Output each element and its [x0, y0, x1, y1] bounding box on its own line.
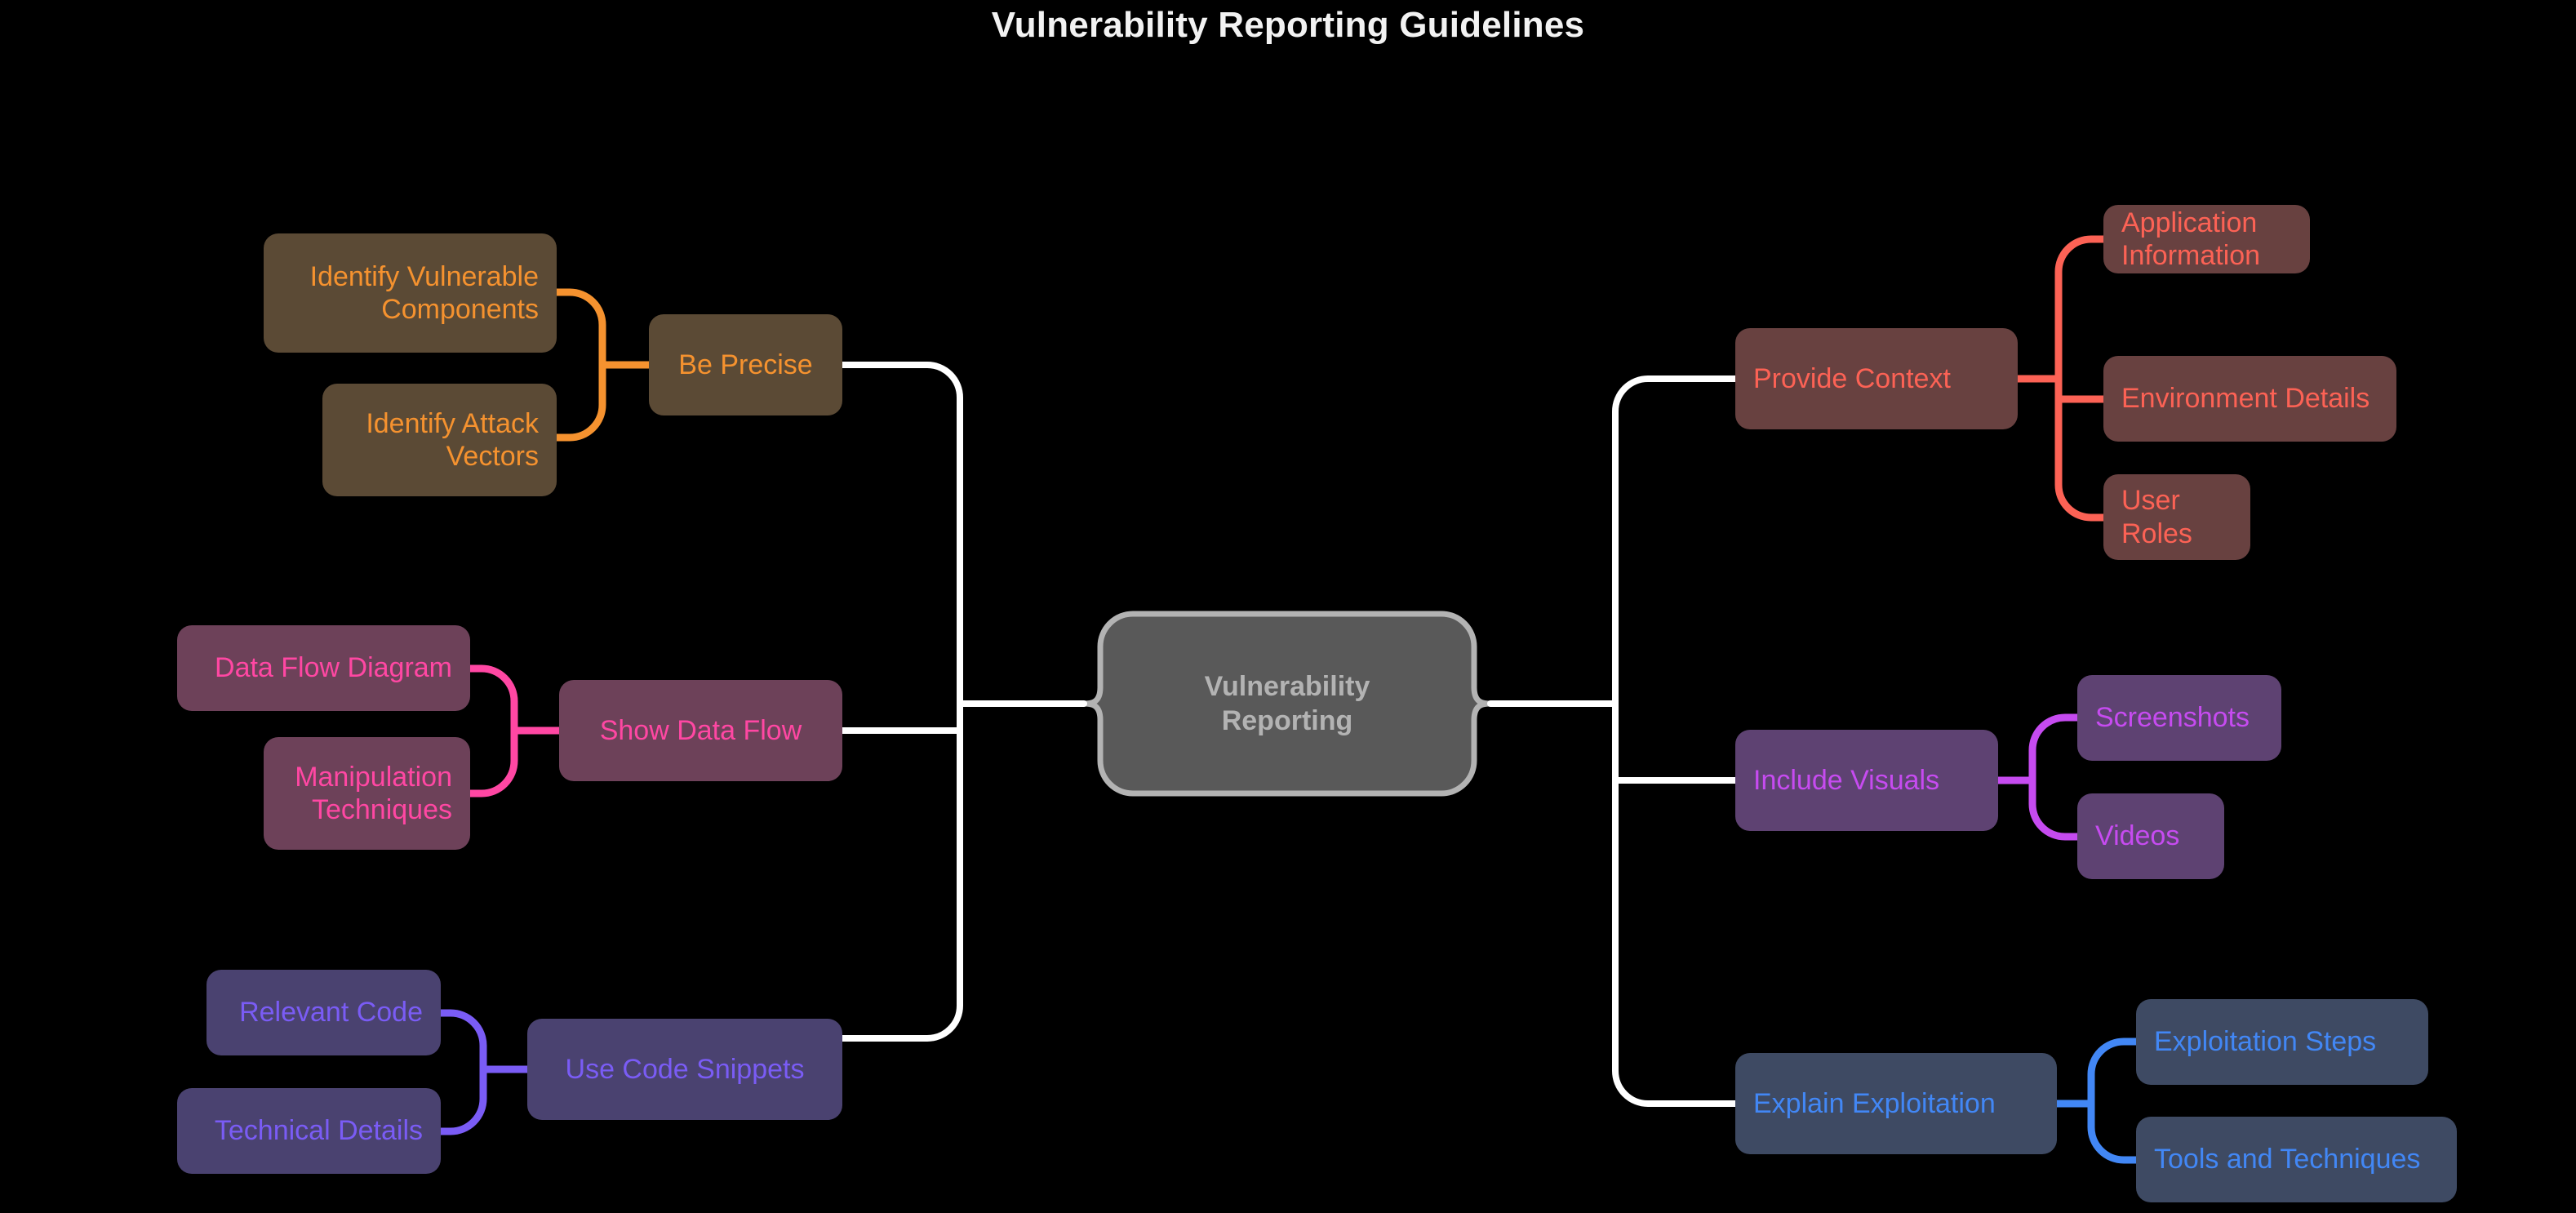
leaf-node-label: Application Information [2121, 207, 2261, 271]
connectors-show-data-flow [466, 664, 563, 798]
connectors-be-precise [553, 288, 653, 442]
leaf-node-label: Environment Details [2121, 383, 2370, 415]
page-title: Vulnerability Reporting Guidelines [991, 5, 1585, 45]
branch-node-show-data-flow[interactable]: Show Data Flow [559, 680, 842, 781]
branch-node-label: Use Code Snippets [565, 1053, 805, 1085]
root-node-vulnerability-reporting[interactable]: Vulnerability Reporting [1100, 614, 1474, 793]
branch-node-label: Be Precise [678, 349, 813, 380]
connectors-use-code-snippets [437, 1009, 531, 1135]
branch-node-be-precise[interactable]: Be Precise [649, 314, 842, 415]
leaf-node-environment-details[interactable]: Environment Details [2103, 356, 2396, 442]
connectors-include-visuals [1994, 713, 2081, 841]
connectors-provide-context [2014, 235, 2107, 522]
leaf-node-data-flow-diagram[interactable]: Data Flow Diagram [177, 625, 470, 711]
branch-node-label: Explain Exploitation [1753, 1087, 1996, 1119]
leaf-node-application-information[interactable]: Application Information [2103, 205, 2310, 273]
branch-node-label: Show Data Flow [599, 714, 802, 746]
branch-node-use-code-snippets[interactable]: Use Code Snippets [527, 1019, 842, 1120]
trunk-left [839, 362, 1087, 1042]
leaf-node-label: Identify Attack Vectors [366, 407, 539, 472]
leaf-node-label: Technical Details [214, 1115, 423, 1147]
leaf-node-exploitation-steps[interactable]: Exploitation Steps [2136, 999, 2428, 1085]
leaf-node-manipulation-techniques[interactable]: Manipulation Techniques [264, 737, 470, 850]
branch-node-label: Provide Context [1753, 362, 1951, 394]
leaf-node-label: Exploitation Steps [2154, 1026, 2377, 1058]
leaf-node-label: User Roles [2121, 485, 2192, 549]
leaf-node-relevant-code[interactable]: Relevant Code [207, 970, 441, 1055]
leaf-node-tools-and-techniques[interactable]: Tools and Techniques [2136, 1117, 2457, 1202]
leaf-node-identify-attack-vectors[interactable]: Identify Attack Vectors [322, 384, 557, 496]
leaf-node-label: Manipulation Techniques [295, 761, 452, 825]
leaf-node-videos[interactable]: Videos [2077, 793, 2224, 879]
leaf-node-label: Videos [2095, 820, 2180, 852]
branch-node-provide-context[interactable]: Provide Context [1735, 328, 2018, 429]
leaf-node-label: Identify Vulnerable Components [309, 260, 539, 325]
leaf-node-user-roles[interactable]: User Roles [2103, 474, 2250, 560]
leaf-node-label: Tools and Techniques [2154, 1144, 2421, 1175]
leaf-node-identify-vulnerable-components[interactable]: Identify Vulnerable Components [264, 233, 557, 353]
connectors-explain-exploitation [2053, 1037, 2140, 1164]
branch-node-label: Include Visuals [1753, 764, 1940, 796]
leaf-node-technical-details[interactable]: Technical Details [177, 1088, 441, 1174]
leaf-node-screenshots[interactable]: Screenshots [2077, 675, 2281, 761]
branch-node-include-visuals[interactable]: Include Visuals [1735, 730, 1998, 831]
root-node-label-line2: Reporting [1221, 705, 1353, 736]
trunk-right [1487, 375, 1739, 1107]
leaf-node-label: Data Flow Diagram [215, 652, 452, 684]
leaf-node-label: Screenshots [2095, 702, 2250, 734]
root-node-label-line1: Vulnerability [1204, 670, 1370, 702]
leaf-node-label: Relevant Code [239, 997, 423, 1029]
branch-node-explain-exploitation[interactable]: Explain Exploitation [1735, 1053, 2057, 1154]
